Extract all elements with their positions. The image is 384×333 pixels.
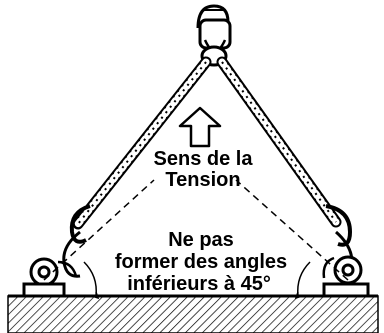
left-angle-arc bbox=[84, 262, 96, 296]
warning-label-line-1: Ne pas bbox=[168, 230, 234, 250]
tension-label-line-1: Sens de la bbox=[154, 149, 253, 169]
right-shackle bbox=[324, 232, 368, 296]
left-shackle bbox=[24, 232, 80, 296]
lifting-hook bbox=[198, 6, 230, 65]
warning-label-line-2: former des angles bbox=[115, 252, 287, 272]
tension-label-line-2: Tension bbox=[165, 170, 240, 190]
warning-label-line-3: inférieurs à 45° bbox=[127, 274, 271, 294]
tension-arrow-icon bbox=[180, 108, 220, 146]
ground-base bbox=[8, 296, 378, 333]
right-angle-arc bbox=[298, 262, 310, 296]
